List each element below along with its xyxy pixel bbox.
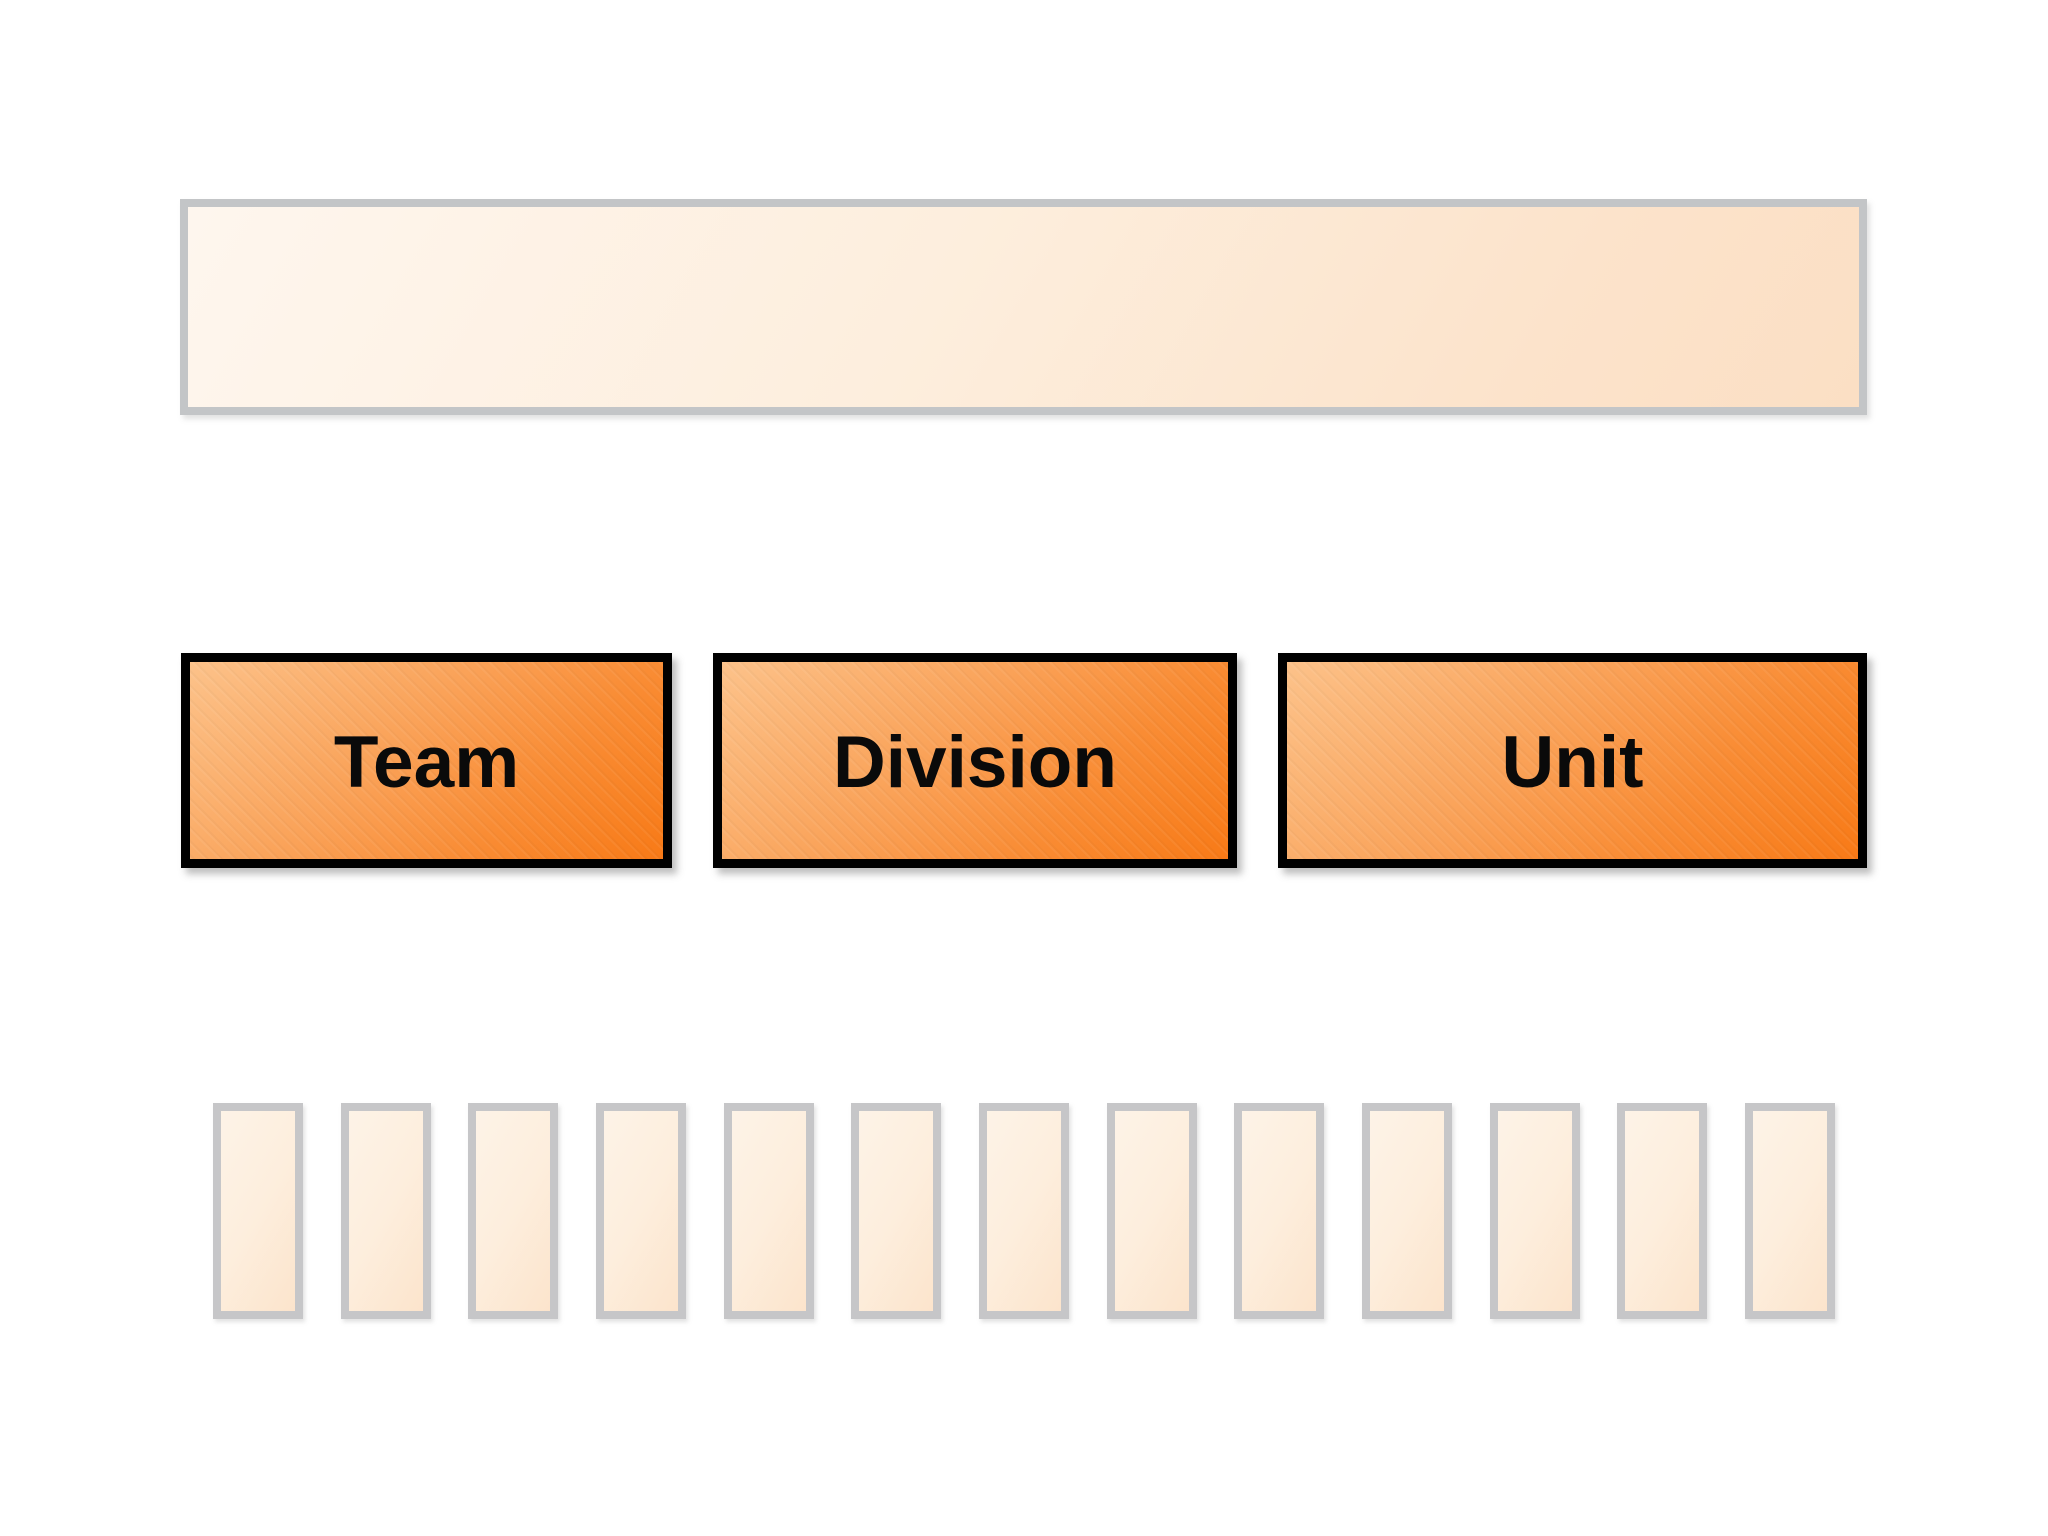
bottom-placeholder-shape xyxy=(340,1103,431,1319)
bottom-placeholder-shape xyxy=(468,1103,559,1319)
bottom-placeholder-shape xyxy=(1361,1103,1452,1319)
bottom-placeholder-shape xyxy=(1106,1103,1197,1319)
bottom-level-row xyxy=(213,1103,1835,1319)
bottom-placeholder-shape xyxy=(595,1103,686,1319)
bottom-placeholder-shape xyxy=(851,1103,942,1319)
top-level-placeholder-shape xyxy=(180,199,1867,415)
unit-box: Unit xyxy=(1278,653,1867,868)
team-box-label: Team xyxy=(333,722,520,803)
bottom-placeholder-shape xyxy=(213,1103,303,1319)
bottom-placeholder-shape xyxy=(1744,1103,1835,1319)
bottom-placeholder-shape xyxy=(978,1103,1069,1319)
unit-box-label: Unit xyxy=(1501,722,1644,803)
division-box-label: Division xyxy=(833,722,1117,803)
division-box: Division xyxy=(713,653,1237,868)
bottom-placeholder-shape xyxy=(1234,1103,1325,1319)
bottom-placeholder-shape xyxy=(1617,1103,1708,1319)
bottom-placeholder-shape xyxy=(723,1103,814,1319)
bottom-placeholder-shape xyxy=(1489,1103,1580,1319)
team-box: Team xyxy=(181,653,672,868)
